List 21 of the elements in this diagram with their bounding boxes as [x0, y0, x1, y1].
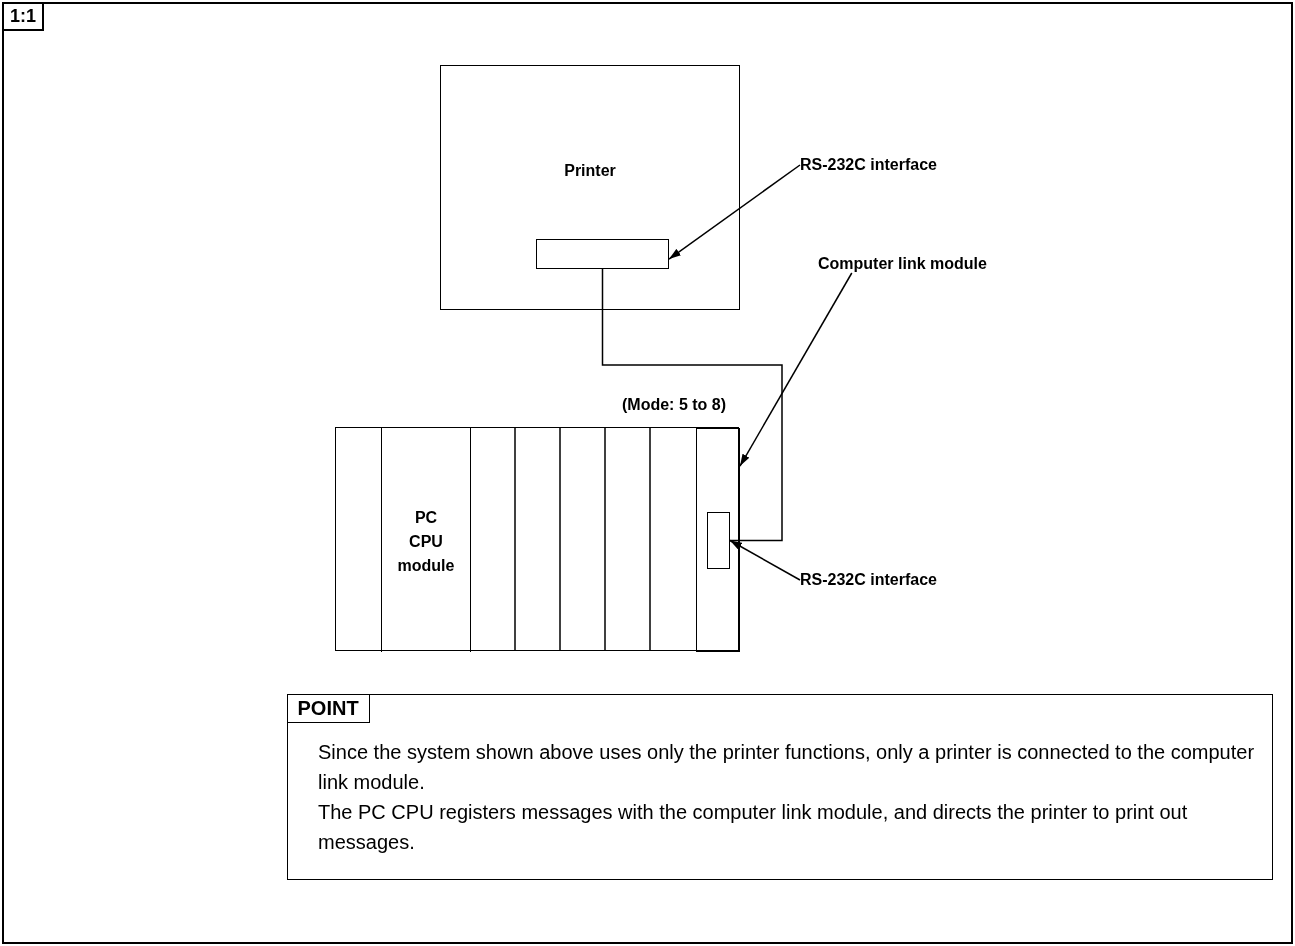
cable-line [601, 268, 783, 542]
note-box [287, 694, 1273, 880]
callout-text: Computer link module [818, 255, 987, 273]
interface-port [536, 239, 669, 269]
base-unit [335, 427, 739, 651]
module-slot [696, 428, 740, 652]
module-text: PC CPU module [396, 508, 456, 576]
module-text: Printer [563, 162, 617, 180]
cpu-module [381, 428, 471, 652]
interface-port [707, 512, 730, 569]
callout-text: RS-232C interface [800, 571, 937, 589]
scale-tag: 1:1 [2, 2, 44, 31]
printer-box [440, 65, 740, 310]
callout-text: RS-232C interface [800, 156, 937, 174]
leader-line [729, 539, 801, 581]
leader-line [668, 164, 801, 260]
mode-note: (Mode: 5 to 8) [622, 396, 726, 414]
note-text: The PC CPU registers messages with the computer link module, and directs the printer to print out messages. [318, 800, 1189, 855]
note-text: Since the system shown above uses only the printer functions, only a printer is connected to the computer link module. [318, 740, 1256, 795]
leader-line [739, 272, 853, 467]
note-heading: POINT [286, 693, 370, 723]
